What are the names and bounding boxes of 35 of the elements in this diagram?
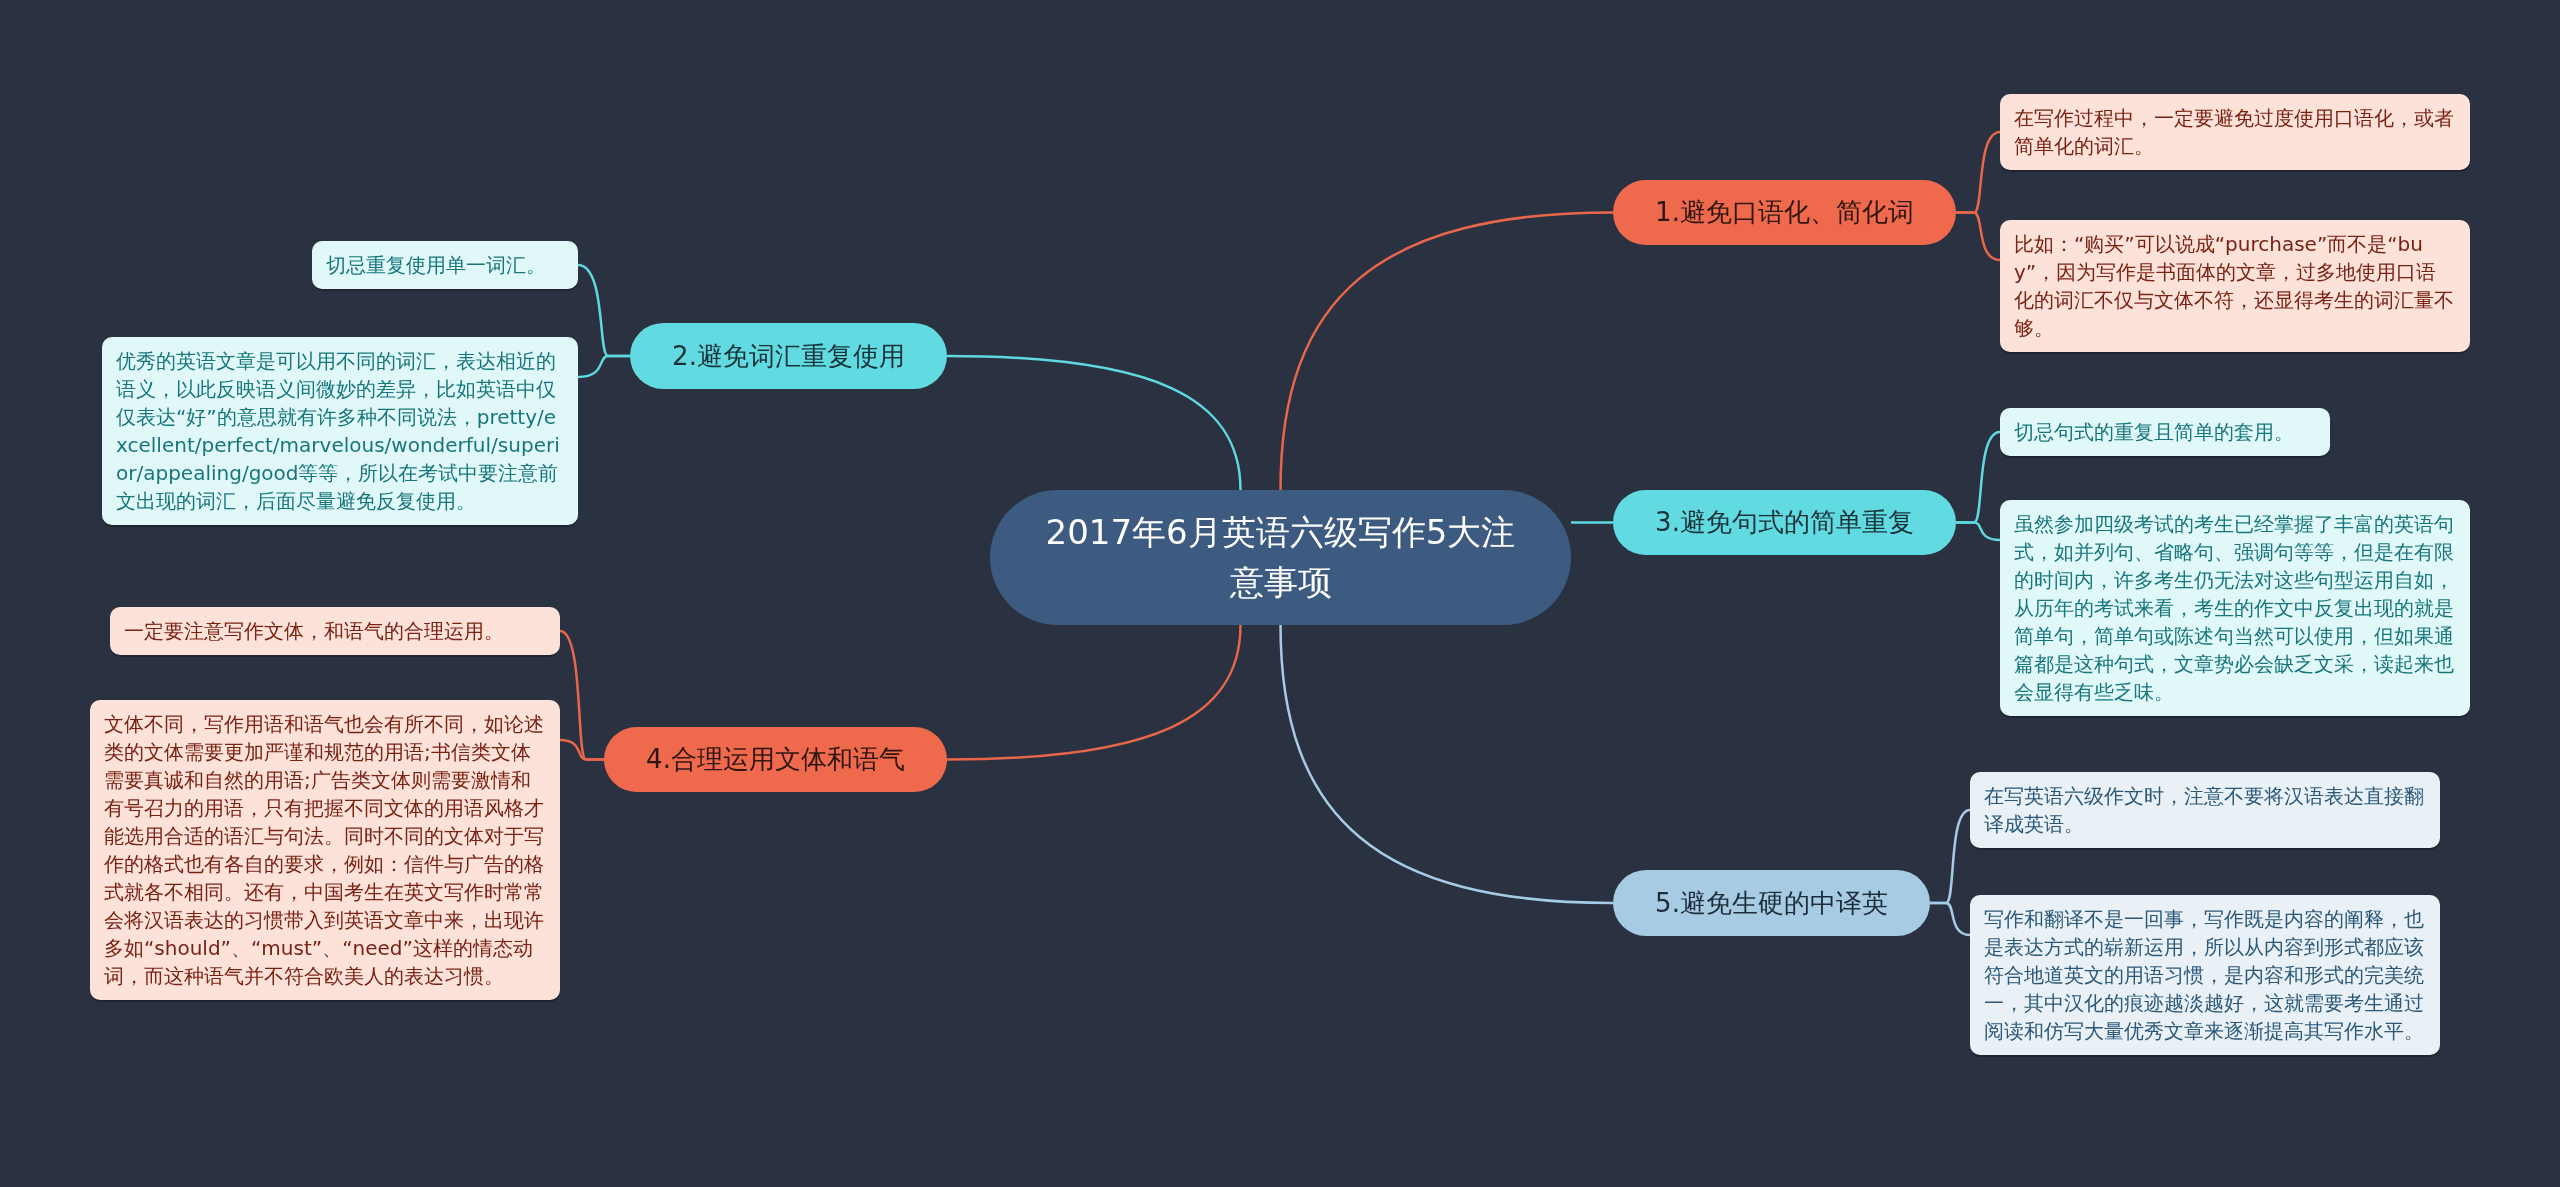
- note-box: [110, 607, 560, 655]
- node-text: 文体不同，写作用语和语气也会有所不同，如论述类的文体需要更加严谨和规范的用语;书信类文体需要真诚和自然的用语;广告类文体则需要激情和有号召力的用语，只有把握不同文体的用语风格才能选用合适的语汇与句法。同时不同的文体对于写作的格式也有各自的要求，例如：信件与广告的格式就各不相同。还有，中国考生在英文写作时常常会将汉语表达的习惯带入到英语文章中来，出现许多如“should”、“must”、“need”这样的情态动词，而这种语气并不符合欧美人的表达习惯。: [104, 711, 545, 990]
- node-text: 在写作过程中，一定要避免过度使用口语化，或者简单化的词汇。: [2014, 105, 2455, 160]
- connector-line: [559, 738, 604, 761]
- note-box: [1970, 895, 2440, 1055]
- connector-line: [1279, 211, 1614, 491]
- note-box: [2000, 94, 2470, 170]
- connector-line: [1956, 521, 2001, 542]
- connector-line: [577, 354, 630, 379]
- node-text: 3.避免句式的简单重复: [1655, 506, 1914, 539]
- node-text: 一定要注意写作文体，和语气的合理运用。: [124, 618, 505, 645]
- node-text: 1.避免口语化、简化词: [1655, 196, 1914, 229]
- node-text: 4.合理运用文体和语气: [646, 743, 905, 776]
- note-box: [312, 241, 578, 289]
- note-box: [2000, 500, 2470, 716]
- node-text: 比如：“购买”可以说成“purchase”而不是“buy”，因为写作是书面体的文章，过多地使用口语化的词汇不仅与文体不符，还显得考生的词汇量不够。: [2014, 231, 2455, 342]
- connector-line: [946, 624, 1242, 761]
- node-text: 切忌重复使用单一词汇。: [326, 252, 547, 279]
- node-text: 2017年6月英语六级写作5大注意事项: [1044, 511, 1517, 604]
- connector-line: [1571, 521, 1613, 524]
- note-box: [2000, 220, 2470, 352]
- node-text: 在写英语六级作文时，注意不要将汉语表达直接翻译成英语。: [1984, 783, 2425, 838]
- note-box: [1970, 772, 2440, 848]
- connector-line: [1930, 901, 1971, 937]
- node-text: 5.避免生硬的中译英: [1655, 886, 1888, 920]
- node-text: 写作和翻译不是一回事，写作既是内容的阐释，也是表达方式的崭新运用，所以从内容到形式都应该符合地道英文的用语习惯，是内容和形式的完美统一，其中汉化的痕迹越淡越好，这就需要考生通过阅读和仿写大量优秀文章来逐渐提高其写作水平。: [1984, 906, 2425, 1045]
- note-box: [2000, 408, 2330, 456]
- connector-line: [1279, 624, 1614, 905]
- node-text: 优秀的英语文章是可以用不同的词汇，表达相近的语义，以此反映语义间微妙的差异，比如英语中仅仅表达“好”的意思就有许多种不同说法，pretty/excellent/perfect/marvelous/wonderful/superior/appealing/good等等，所以在考试中要注意前文出现的词汇，后面尽量避免反复使用。: [116, 348, 561, 515]
- node-text: 虽然参加四级考试的考生已经掌握了丰富的英语句式，如并列句、省略句、强调句等等，但是在有限的时间内，许多考生仍无法对这些句型运用自如，从历年的考试来看，考生的作文中反复出现的就是简单句，简单句或陈述句当然可以使用，但如果通篇都是这种句式，文章势必会缺乏文采，读起来也会显得有些乏味。: [2014, 511, 2455, 706]
- connector-line: [1956, 211, 2001, 262]
- node-text: 切忌句式的重复且简单的套用。: [2014, 419, 2295, 446]
- node-text: 2.避免词汇重复使用: [672, 339, 905, 373]
- note-box: [102, 337, 578, 525]
- connector-line: [946, 354, 1242, 491]
